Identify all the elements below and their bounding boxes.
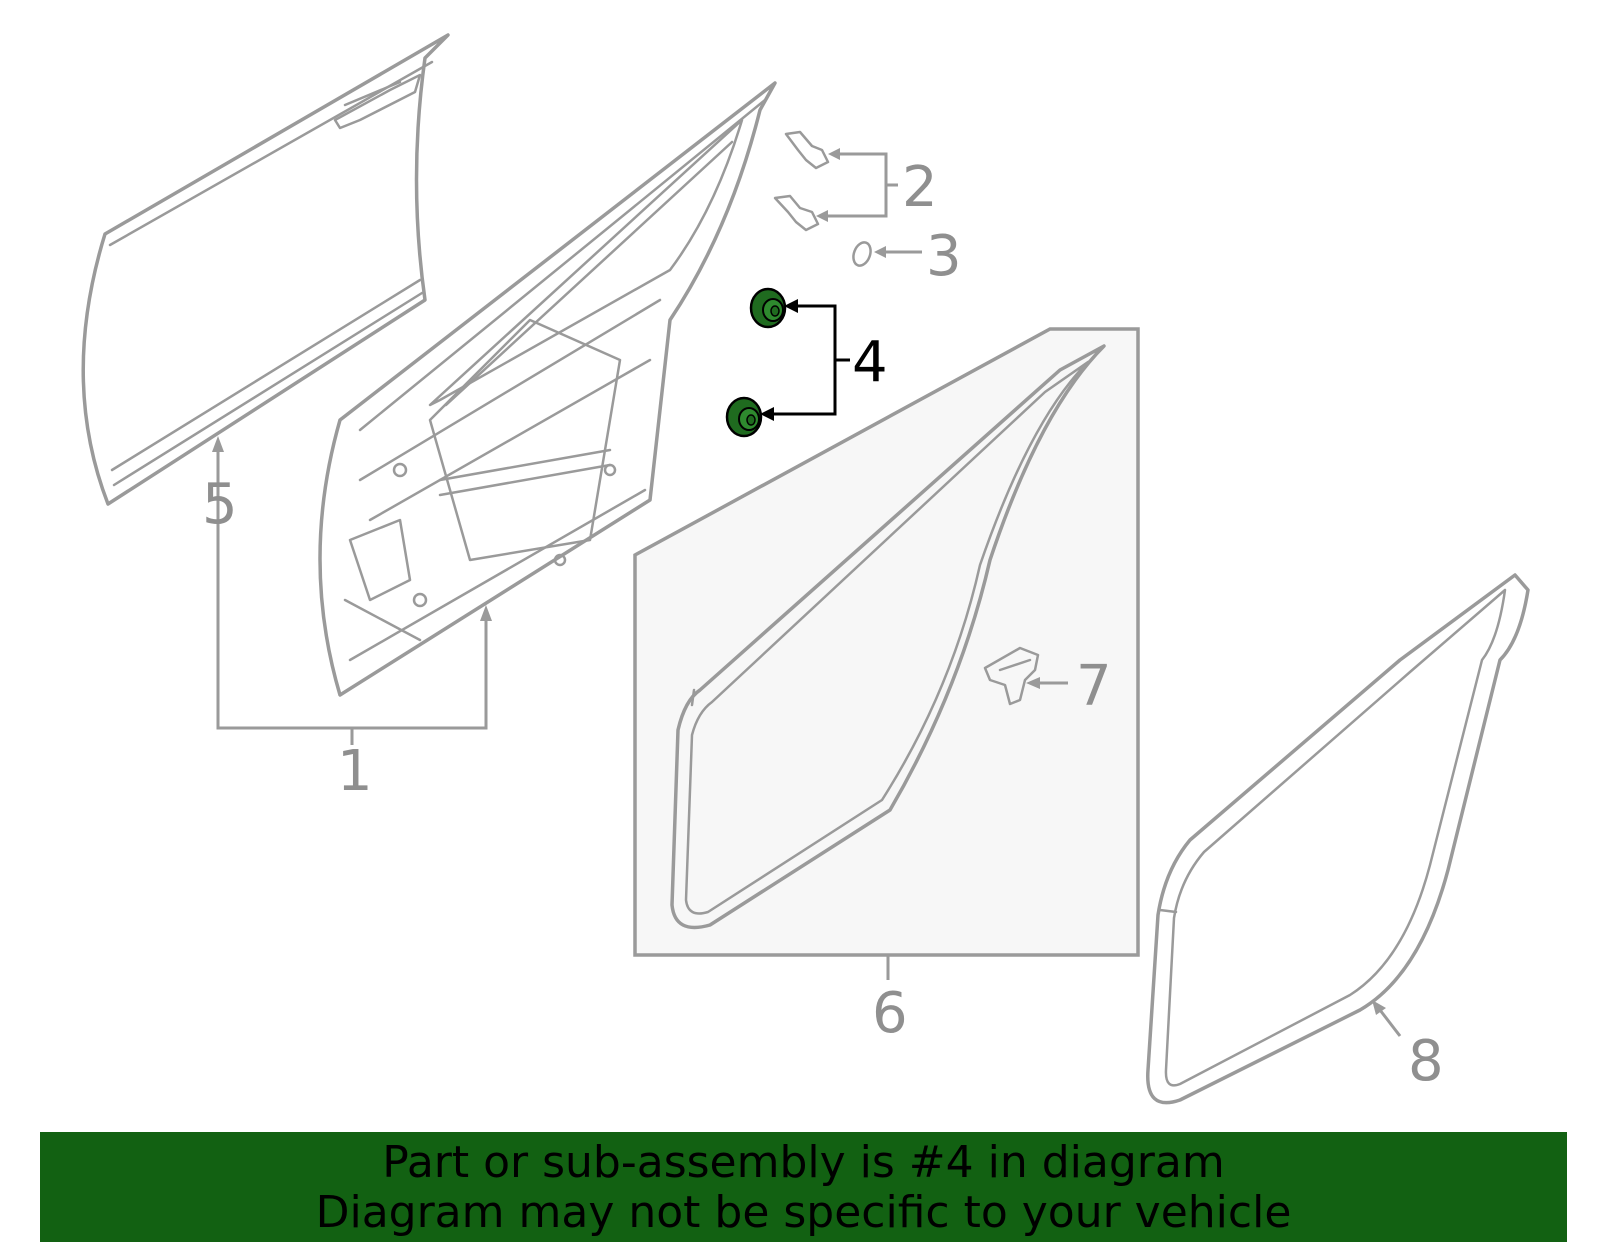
banner-line-2: Diagram may not be specific to your vehi… bbox=[315, 1187, 1292, 1238]
callout-8-label: 8 bbox=[1408, 1029, 1444, 1094]
retainer-clip-part-7[interactable] bbox=[983, 646, 1040, 706]
weatherstrip-box bbox=[633, 327, 1140, 957]
callout-2-label: 2 bbox=[902, 155, 938, 220]
callout-5-label: 5 bbox=[202, 472, 238, 537]
callout-7-arrow bbox=[1026, 677, 1068, 689]
banner-line-1: Part or sub-assembly is #4 in diagram bbox=[382, 1137, 1225, 1188]
outer-door-panel[interactable] bbox=[81, 33, 450, 506]
small-clip-part-3[interactable] bbox=[850, 240, 873, 268]
callout-8-arrow bbox=[1372, 1000, 1402, 1037]
callout-6-label: 6 bbox=[872, 981, 908, 1046]
callout-3-label: 3 bbox=[926, 224, 962, 289]
info-banner: Part or sub-assembly is #4 in diagram Di… bbox=[40, 1132, 1567, 1242]
clip-part-2[interactable] bbox=[773, 130, 830, 232]
callout-1-bracket bbox=[212, 436, 492, 745]
door-inner-shell[interactable] bbox=[318, 81, 777, 697]
door-weatherstrip-part-6[interactable] bbox=[670, 344, 1106, 930]
callout-4-bracket bbox=[760, 299, 850, 421]
callout-3-arrow bbox=[874, 246, 922, 258]
body-weatherstrip-part-8[interactable] bbox=[1146, 573, 1530, 1105]
callout-1-label: 1 bbox=[337, 739, 373, 804]
callout-7-label: 7 bbox=[1076, 654, 1112, 719]
callout-4-label: 4 bbox=[852, 330, 888, 395]
grommet-part-4[interactable] bbox=[725, 287, 787, 438]
callout-2-bracket bbox=[816, 148, 898, 222]
